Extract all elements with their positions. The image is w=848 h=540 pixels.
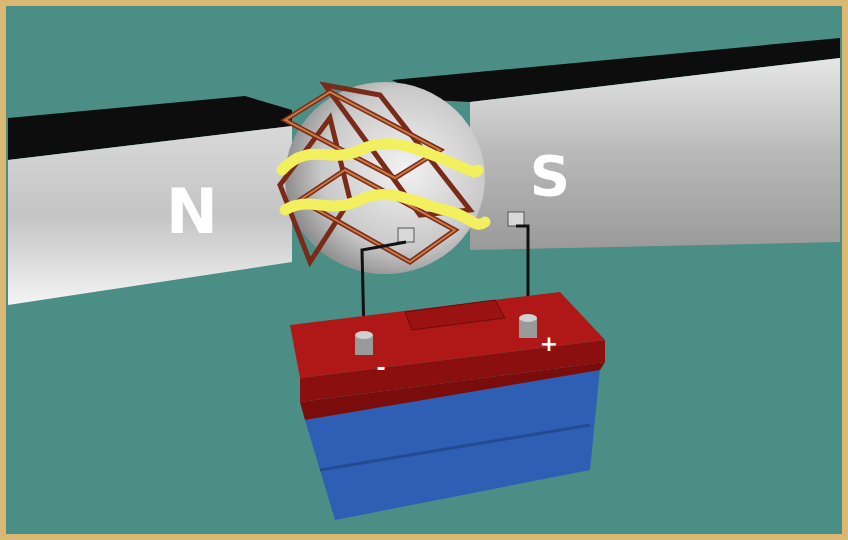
terminal-label: + [540,333,558,355]
north-magnet [8,126,292,305]
south-magnet [470,58,840,250]
frame [3,3,845,537]
pole-label: S [530,148,570,204]
winding [282,144,485,225]
battery-cap [405,300,505,330]
pole-label: N [166,181,218,243]
brush [508,212,524,226]
terminal-label: - [376,357,385,379]
terminal [355,314,537,355]
brush [398,228,414,242]
armature-coil [285,92,455,262]
armature-coil [280,85,470,262]
